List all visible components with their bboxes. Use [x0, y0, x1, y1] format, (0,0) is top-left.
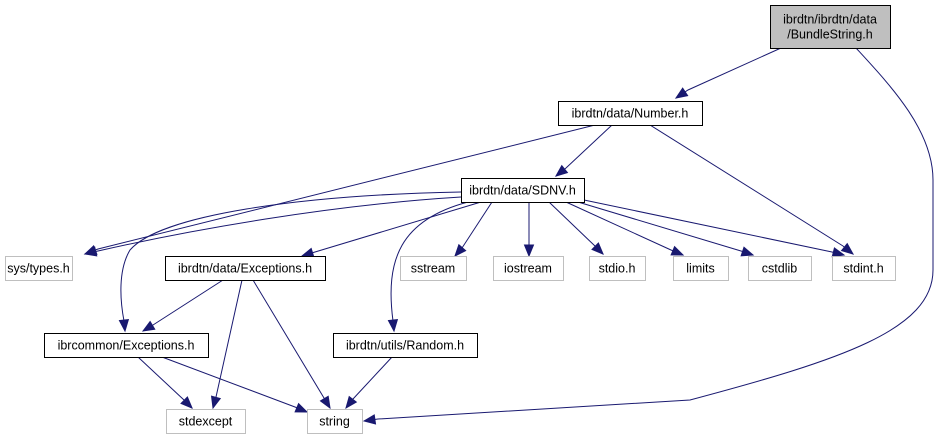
node-label: ibrcommon/Exceptions.h — [58, 339, 195, 353]
node-label: stdio.h — [599, 262, 636, 276]
edge-sdnv-to-dataexceptions — [300, 201, 482, 258]
arrowhead-icon — [591, 242, 604, 255]
edge-line — [390, 201, 469, 332]
arrowhead-icon — [180, 396, 193, 409]
node-label: sys/types.h — [7, 262, 70, 276]
node-box — [770, 5, 891, 49]
edge-sdnv-to-sstream — [454, 201, 493, 257]
edge-sdnv-to-commonexceptions — [118, 191, 462, 333]
node-sstream: sstream — [400, 256, 467, 281]
arrowhead-icon — [345, 395, 358, 410]
edge-line — [212, 279, 243, 409]
arrowhead-icon — [300, 247, 315, 258]
node-commonexceptions[interactable]: ibrcommon/Exceptions.h — [44, 333, 209, 358]
edges-layer — [83, 47, 934, 425]
edge-sdnv-to-stdint — [583, 199, 846, 258]
node-random[interactable]: ibrdtn/utils/Random.h — [333, 333, 478, 358]
node-stdint: stdint.h — [832, 256, 896, 281]
node-box — [165, 256, 326, 281]
node-stdio: stdio.h — [589, 256, 646, 281]
edge-sdnv-to-systypes — [83, 196, 462, 257]
node-label: limits — [686, 262, 714, 276]
node-label: sstream — [411, 262, 455, 276]
node-sdnv[interactable]: ibrdtn/data/SDNV.h — [461, 178, 585, 203]
node-stdexcept: stdexcept — [166, 409, 246, 434]
edge-sdnv-to-limits — [565, 201, 685, 256]
node-limits: limits — [673, 256, 729, 281]
arrowhead-icon — [454, 243, 467, 257]
node-box — [558, 101, 703, 126]
edge-random-to-string — [345, 356, 393, 410]
node-label: ibrdtn/utils/Random.h — [346, 339, 464, 353]
arrowhead-icon — [83, 246, 98, 257]
node-label: string — [319, 415, 350, 429]
node-dataexceptions[interactable]: ibrdtn/data/Exceptions.h — [165, 256, 326, 281]
node-box — [673, 256, 729, 281]
edge-number-to-sdnv — [554, 124, 613, 177]
edge-bundlestring-to-number — [674, 47, 782, 99]
nodes-layer: ibrdtn/ibrdtn/data/BundleString.hibrdtn/… — [5, 5, 896, 434]
node-box — [44, 333, 209, 358]
edge-line — [583, 199, 845, 256]
edge-dataexceptions-to-string — [252, 279, 331, 410]
node-box — [5, 256, 73, 281]
node-label: ibrdtn/ibrdtn/data — [783, 13, 877, 27]
node-number[interactable]: ibrdtn/data/Number.h — [558, 101, 703, 126]
edge-sdnv-to-stdio — [548, 201, 604, 255]
edge-dataexceptions-to-commonexceptions — [141, 279, 224, 332]
node-box — [589, 256, 646, 281]
arrowhead-icon — [831, 247, 846, 258]
arrowhead-icon — [840, 242, 855, 255]
node-label: /BundleString.h — [787, 28, 873, 42]
node-string: string — [307, 409, 363, 434]
arrowhead-icon — [554, 164, 569, 177]
arrowhead-icon — [670, 245, 685, 256]
edge-line — [252, 279, 331, 409]
edge-commonexceptions-to-string — [161, 356, 309, 413]
node-label: ibrdtn/data/Exceptions.h — [178, 262, 312, 276]
node-box — [400, 256, 467, 281]
node-box — [748, 256, 812, 281]
arrowhead-icon — [118, 319, 130, 333]
node-label: ibrdtn/data/SDNV.h — [469, 184, 576, 198]
edge-line — [84, 196, 462, 255]
arrowhead-icon — [740, 246, 755, 257]
edge-sdnv-to-iostream — [523, 202, 535, 258]
arrowhead-icon — [674, 87, 689, 99]
arrowhead-icon — [141, 320, 156, 332]
node-box — [166, 409, 246, 434]
node-box — [333, 333, 478, 358]
node-systypes: sys/types.h — [5, 256, 73, 281]
arrowhead-icon — [523, 244, 535, 258]
node-label: cstdlib — [762, 262, 797, 276]
node-box — [307, 409, 363, 434]
node-box — [461, 178, 585, 203]
node-label: stdint.h — [843, 262, 883, 276]
arrowhead-icon — [319, 395, 331, 410]
node-label: stdexcept — [179, 415, 233, 429]
edge-sdnv-to-random — [387, 201, 469, 333]
edge-dataexceptions-to-stdexcept — [210, 279, 243, 410]
node-label: iostream — [504, 262, 552, 276]
edge-commonexceptions-to-stdexcept — [137, 356, 193, 409]
arrowhead-icon — [387, 319, 399, 333]
edge-bundlestring-to-string — [362, 47, 934, 425]
arrowhead-icon — [210, 395, 222, 410]
arrowhead-icon — [294, 402, 309, 413]
edge-number-to-stdint — [649, 124, 855, 255]
node-iostream: iostream — [493, 256, 564, 281]
node-box — [493, 256, 564, 281]
node-box — [832, 256, 896, 281]
edge-line — [675, 47, 782, 99]
node-cstdlib: cstdlib — [748, 256, 812, 281]
edge-line — [363, 47, 934, 422]
node-bundlestring[interactable]: ibrdtn/ibrdtn/data/BundleString.h — [770, 5, 891, 49]
node-label: ibrdtn/data/Number.h — [572, 107, 689, 121]
edge-sdnv-to-cstdlib — [577, 201, 755, 257]
edge-line — [142, 279, 224, 332]
arrowhead-icon — [362, 414, 377, 425]
edge-line — [120, 191, 462, 332]
